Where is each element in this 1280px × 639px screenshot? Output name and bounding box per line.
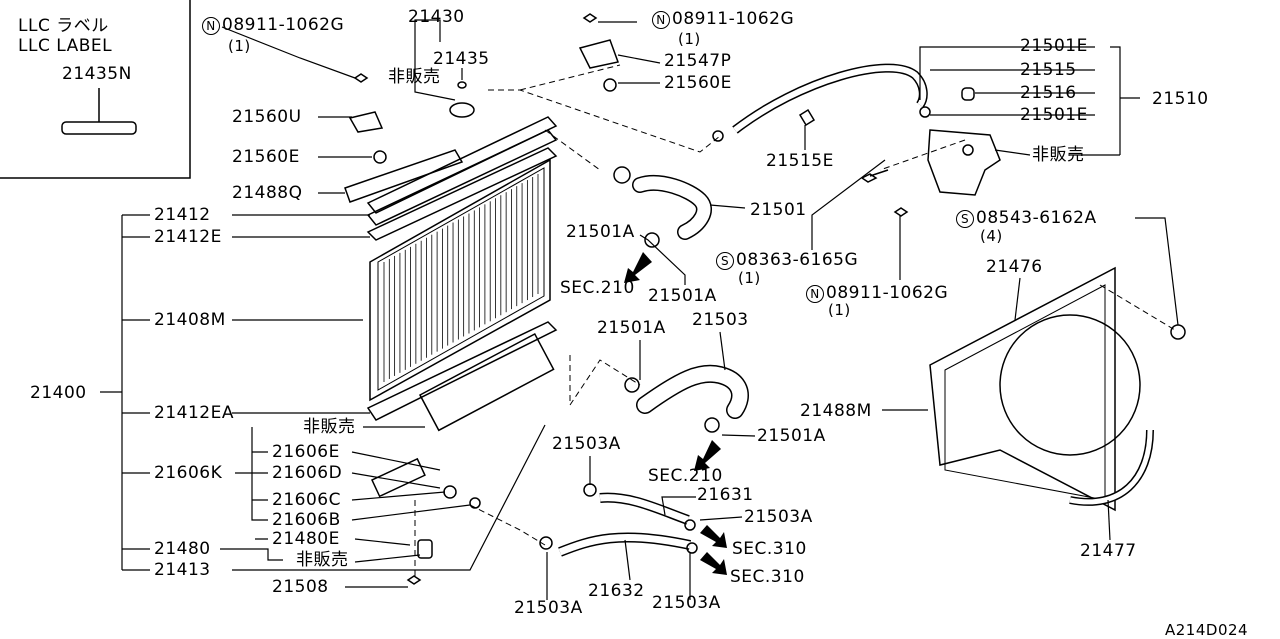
llc-label-en: LLC LABEL xyxy=(18,36,113,56)
part-21400: 21400 xyxy=(30,383,87,403)
part-21412: 21412 xyxy=(154,205,211,225)
arrow-sec210-b xyxy=(694,440,721,471)
bracket-21547P xyxy=(578,39,619,69)
part-21606B: 21606B xyxy=(272,510,341,530)
part-21480E: 21480E xyxy=(272,529,340,549)
part-21515E: 21515E xyxy=(766,151,834,171)
drain-plug xyxy=(417,539,433,559)
sec210-a: SEC.210 xyxy=(560,278,635,298)
bracket-21560U xyxy=(348,111,384,133)
part-21606C: 21606C xyxy=(272,490,341,510)
not-for-sale-1: 非販売 xyxy=(388,67,441,87)
part-21560U: 21560U xyxy=(232,107,302,127)
part-21501E-a: 21501E xyxy=(1020,36,1088,56)
qty-n08911-mid: (1) xyxy=(828,301,851,319)
qty-n08911-topr: (1) xyxy=(678,30,701,48)
part-21508: 21508 xyxy=(272,577,329,597)
radiator-core xyxy=(369,158,551,402)
part-21501E-b: 21501E xyxy=(1020,105,1088,125)
part-21477: 21477 xyxy=(1080,541,1137,561)
part-21501A-a: 21501A xyxy=(566,222,635,242)
part-21435N: 21435N xyxy=(62,64,132,84)
clamp-21501A-upper xyxy=(613,166,631,184)
llc-box-border xyxy=(0,0,191,179)
part-21560E-b: 21560E xyxy=(664,73,732,93)
part-21412EA: 21412EA xyxy=(154,403,234,423)
part-21510: 21510 xyxy=(1152,89,1209,109)
part-21430: 21430 xyxy=(408,7,465,27)
part-21408M: 21408M xyxy=(154,310,226,330)
part-21412E: 21412E xyxy=(154,227,222,247)
part-21501A-b: 21501A xyxy=(648,286,717,306)
fan-shroud xyxy=(929,266,1116,512)
part-21632: 21632 xyxy=(588,581,645,601)
part-21560E-a: 21560E xyxy=(232,147,300,167)
part-21476: 21476 xyxy=(986,257,1043,277)
sec310-b: SEC.310 xyxy=(730,567,805,587)
arrow-sec310-b xyxy=(700,552,727,575)
part-21503: 21503 xyxy=(692,310,749,330)
part-21606K: 21606K xyxy=(154,463,223,483)
part-21501A-d: 21501A xyxy=(757,426,826,446)
bottom-tank xyxy=(366,321,558,421)
part-21501: 21501 xyxy=(750,200,807,220)
diagram-code: A214D024 xyxy=(1165,621,1249,639)
reservoir-cap xyxy=(961,87,975,101)
qty-s08363: (1) xyxy=(738,269,761,287)
part-21631: 21631 xyxy=(697,485,754,505)
radiator-cap xyxy=(449,102,475,118)
shroud-lower-21477 xyxy=(1069,429,1153,505)
not-for-sale-3: 非販売 xyxy=(303,417,356,437)
clip-21515E xyxy=(798,108,816,127)
part-21606E: 21606E xyxy=(272,442,340,462)
not-for-sale-2: 非販売 xyxy=(1032,145,1085,165)
qty-s08543: (4) xyxy=(980,227,1003,245)
lower-side-tank xyxy=(418,332,555,432)
part-21515: 21515 xyxy=(1020,60,1077,80)
part-21413: 21413 xyxy=(154,560,211,580)
part-21547P: 21547P xyxy=(664,51,732,71)
part-21503A-d: 21503A xyxy=(652,593,721,613)
llc-label-part xyxy=(61,121,137,135)
top-tank xyxy=(366,116,558,214)
part-21488M: 21488M xyxy=(800,401,872,421)
sec310-a: SEC.310 xyxy=(732,539,807,559)
part-21503A-c: 21503A xyxy=(514,598,583,618)
reservoir-tank xyxy=(927,129,1001,196)
arrow-sec210-a xyxy=(624,252,652,283)
part-21503A-b: 21503A xyxy=(744,507,813,527)
part-21435: 21435 xyxy=(433,49,490,69)
part-21606D: 21606D xyxy=(272,463,343,483)
llc-label-jp: LLC ラベル xyxy=(18,16,109,36)
part-21516: 21516 xyxy=(1020,83,1077,103)
part-21503A-a: 21503A xyxy=(552,434,621,454)
sec210-b: SEC.210 xyxy=(648,466,723,486)
bushing xyxy=(373,150,387,164)
part-21501A-c: 21501A xyxy=(597,318,666,338)
qty-n08911-top: (1) xyxy=(228,37,251,55)
arrow-sec310-a xyxy=(700,525,727,548)
part-21480: 21480 xyxy=(154,539,211,559)
not-for-sale-4: 非販売 xyxy=(296,550,349,570)
part-21488Q: 21488Q xyxy=(232,183,303,203)
insulator xyxy=(344,149,464,203)
